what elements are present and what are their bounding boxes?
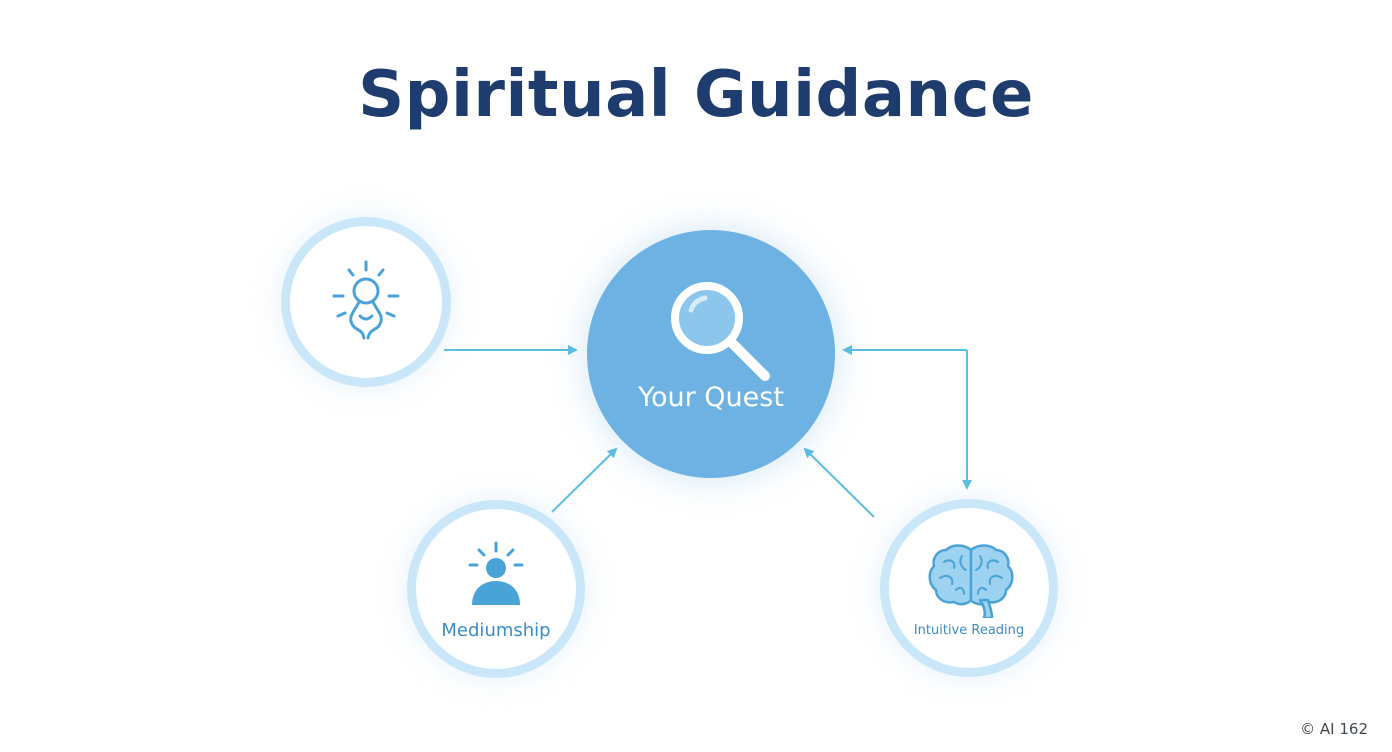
node-spirit[interactable] [281,217,451,387]
node-your-quest[interactable]: Your Quest [587,230,835,478]
edge-mediumship-to-center [551,447,618,513]
spirit-figure-icon [332,260,400,340]
diagram-title: Spiritual Guidance [358,58,1034,132]
watermark: © AI 162 [1300,720,1368,738]
edge-intuitive-to-center [803,447,875,518]
node-mediumship[interactable]: Mediumship [407,500,585,678]
center-node-label: Your Quest [638,382,784,413]
node-intuitive-label: Intuitive Reading [913,623,1025,638]
node-intuitive-reading[interactable]: Intuitive Reading [880,499,1058,677]
node-mediumship-label: Mediumship [441,620,551,641]
brain-icon [928,544,1014,618]
magnifying-glass-icon [671,282,770,381]
radiant-person-icon [468,541,524,605]
